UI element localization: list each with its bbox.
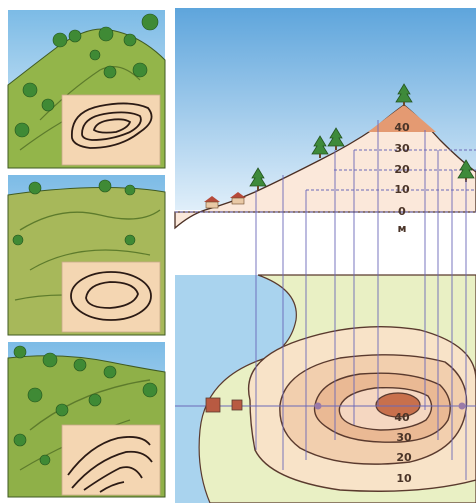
relief-profile: 40 30 20 10 0 м <box>175 8 476 275</box>
profile-label-0: 0 <box>398 205 406 218</box>
contour-label-40: 40 <box>394 411 410 424</box>
panel-hollow <box>8 175 165 335</box>
profile-label-40: 40 <box>394 121 410 134</box>
house-marker <box>232 400 242 410</box>
profile-label-20: 20 <box>394 163 410 176</box>
profile-label-10: 10 <box>394 183 410 196</box>
tree-marker <box>315 403 322 410</box>
panel-hill <box>8 10 165 168</box>
contour-map: 40 30 20 10 <box>175 275 476 503</box>
tree-marker <box>459 403 466 410</box>
contour-label-30: 30 <box>396 431 412 444</box>
contour-label-20: 20 <box>396 451 412 464</box>
house-marker <box>206 398 220 412</box>
profile-unit: м <box>398 222 407 235</box>
panel-ridge <box>8 342 165 497</box>
profile-label-30: 30 <box>394 142 410 155</box>
contour-label-10: 10 <box>396 472 412 485</box>
